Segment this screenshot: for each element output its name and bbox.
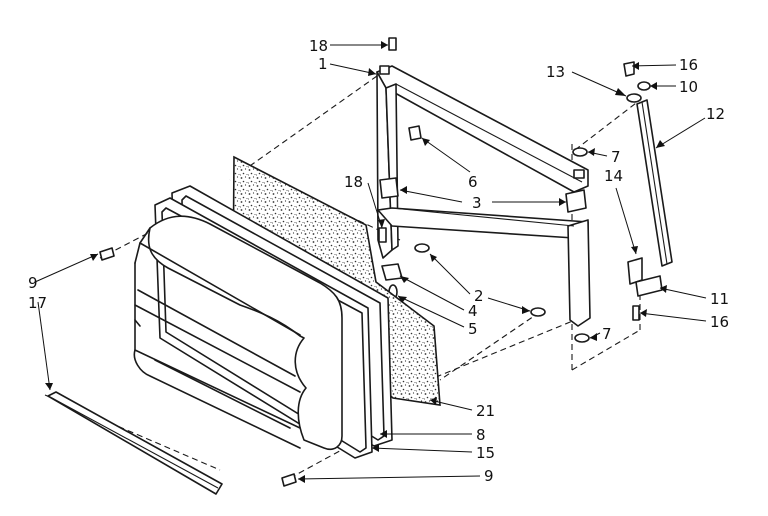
callout-13: 13 bbox=[546, 63, 565, 81]
callout-6: 6 bbox=[468, 173, 478, 191]
callout-11: 11 bbox=[710, 290, 729, 308]
callout-17: 17 bbox=[28, 294, 47, 312]
callout-14: 14 bbox=[604, 167, 623, 185]
callout-15: 15 bbox=[476, 444, 495, 462]
leader-lines bbox=[34, 44, 707, 480]
callout-8: 8 bbox=[476, 426, 486, 444]
callout-7-bottom: 7 bbox=[602, 325, 612, 343]
callout-18-top: 18 bbox=[309, 37, 328, 55]
callout-18-mid: 18 bbox=[344, 173, 363, 191]
callout-12: 12 bbox=[706, 105, 725, 123]
callout-labels: 18 1 13 16 10 12 7 6 18 3 14 2 4 5 11 16… bbox=[28, 37, 729, 485]
hinge-assembly bbox=[623, 61, 673, 321]
callout-16-bottom: 16 bbox=[710, 313, 729, 331]
callout-3: 3 bbox=[472, 194, 482, 212]
callout-2: 2 bbox=[474, 287, 484, 305]
callout-5: 5 bbox=[468, 320, 478, 338]
loose-screws bbox=[99, 247, 297, 487]
bottom-trim-strip bbox=[47, 391, 223, 495]
callout-4: 4 bbox=[468, 302, 478, 320]
callout-9-left: 9 bbox=[28, 274, 38, 292]
arrowheads bbox=[45, 41, 667, 483]
hinge-brackets bbox=[379, 177, 587, 213]
callout-21: 21 bbox=[476, 402, 495, 420]
door-inner-liner bbox=[133, 215, 343, 451]
callout-16-top: 16 bbox=[679, 56, 698, 74]
callout-7-top: 7 bbox=[611, 148, 621, 166]
callout-1: 1 bbox=[318, 55, 328, 73]
callout-9-bottom: 9 bbox=[484, 467, 494, 485]
callout-10: 10 bbox=[679, 78, 698, 96]
